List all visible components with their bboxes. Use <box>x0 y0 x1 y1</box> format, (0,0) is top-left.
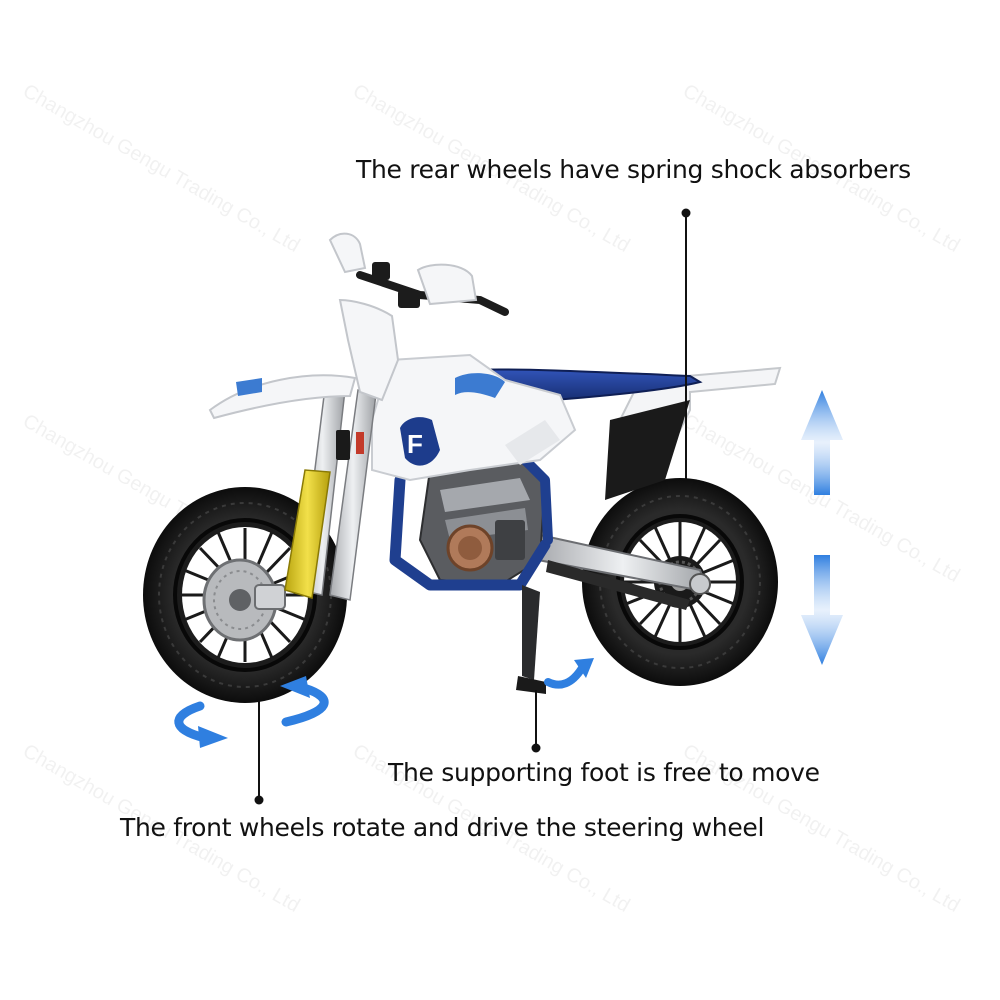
callout-supporting-foot: The supporting foot is free to move <box>388 758 820 787</box>
front-wheel <box>143 487 347 703</box>
front-fender <box>208 298 400 420</box>
side-stand <box>516 585 546 694</box>
rear-fender <box>605 366 782 500</box>
callout-lines <box>254 208 691 805</box>
callout-dot-foot <box>531 743 541 753</box>
callout-front-wheel: The front wheels rotate and drive the st… <box>120 813 765 842</box>
handlebars <box>328 232 509 316</box>
stand-rotate-arrow-icon <box>544 658 594 689</box>
body-panel: F <box>371 353 577 482</box>
engine <box>418 453 547 587</box>
callout-rear-suspension: The rear wheels have spring shock absorb… <box>356 155 911 184</box>
rotate-arrows-icon <box>174 676 329 748</box>
brand-logo-icon: F <box>407 429 423 459</box>
suspension-arrow-icon <box>801 390 843 665</box>
swingarm <box>536 533 711 610</box>
callout-dot-front <box>254 795 264 805</box>
front-forks <box>284 387 377 601</box>
callout-dot-rear <box>681 208 691 218</box>
